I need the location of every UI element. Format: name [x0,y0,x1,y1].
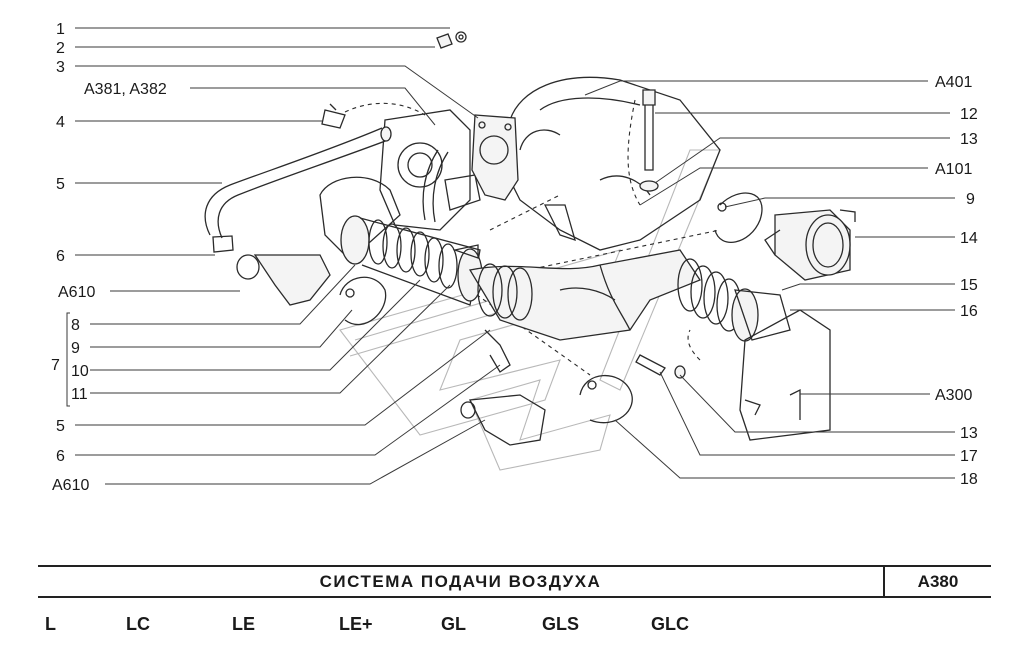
ref-a610-bottom: A610 [52,477,89,494]
ref-a101: A101 [935,161,972,178]
callout-7: 7 [51,357,60,374]
callout-17: 17 [960,448,978,465]
callout-13-bottom: 13 [960,425,978,442]
callout-12: 12 [960,106,978,123]
callout-6-bottom: 6 [56,448,65,465]
callout-15: 15 [960,277,978,294]
gasket [471,114,519,201]
air-duct-main [468,249,701,341]
callout-4: 4 [56,114,65,131]
callout-1: 1 [56,21,65,38]
callout-labels: 1 2 3 A381, A382 4 5 6 A610 8 9 10 11 7 … [51,21,978,494]
callout-2: 2 [56,40,65,57]
breather-hose [204,126,392,239]
nut-and-washer [436,31,467,49]
callout-14: 14 [960,230,978,247]
engine-block [499,76,721,251]
section-code: A380 [917,572,959,591]
callout-6-top: 6 [56,248,65,265]
callout-9-right: 9 [966,191,975,208]
title-divider [883,567,885,596]
variant-gls: GLS [542,614,580,634]
callout-5-top: 5 [56,176,65,193]
callout-18: 18 [960,471,978,488]
callout-16: 16 [960,303,978,320]
callout-3: 3 [56,59,65,76]
title-bar: СИСТЕМА ПОДАЧИ ВОЗДУХА A380 [38,565,991,598]
variant-le: LE [232,614,256,634]
exploded-parts-diagram: 1 2 3 A381, A382 4 5 6 A610 8 9 10 11 7 … [51,21,978,494]
variant-gl: GL [441,614,466,634]
callout-13-top: 13 [960,131,978,148]
callout-8: 8 [71,317,80,334]
air-intake-hose-right [677,258,791,342]
variant-l: L [45,614,56,634]
variant-lc: LC [126,614,150,634]
callout-5-bottom: 5 [56,418,65,435]
callout-10: 10 [71,363,89,380]
throttle-hose [422,149,449,223]
variant-le-plus: LE+ [339,614,373,634]
hose-connectors [236,254,546,446]
small-clamps [212,103,346,253]
mass-air-flow-sensor [764,209,856,281]
callout-11: 11 [71,386,88,403]
leader-lines [66,27,955,485]
trim-variants: L LC LE LE+ GL GLS GLC [0,610,1015,640]
variant-glc: GLC [651,614,689,634]
page-title: СИСТЕМА ПОДАЧИ ВОЗДУХА [319,572,602,591]
bolt-and-washer [635,89,686,379]
ref-a381-a382: A381, A382 [84,81,167,98]
ref-a300: A300 [935,387,972,404]
callout-9-left: 9 [71,340,80,357]
ref-a610-top: A610 [58,284,95,301]
ref-a401: A401 [935,74,972,91]
large-clamps [339,192,763,424]
throttle-body [379,109,481,231]
